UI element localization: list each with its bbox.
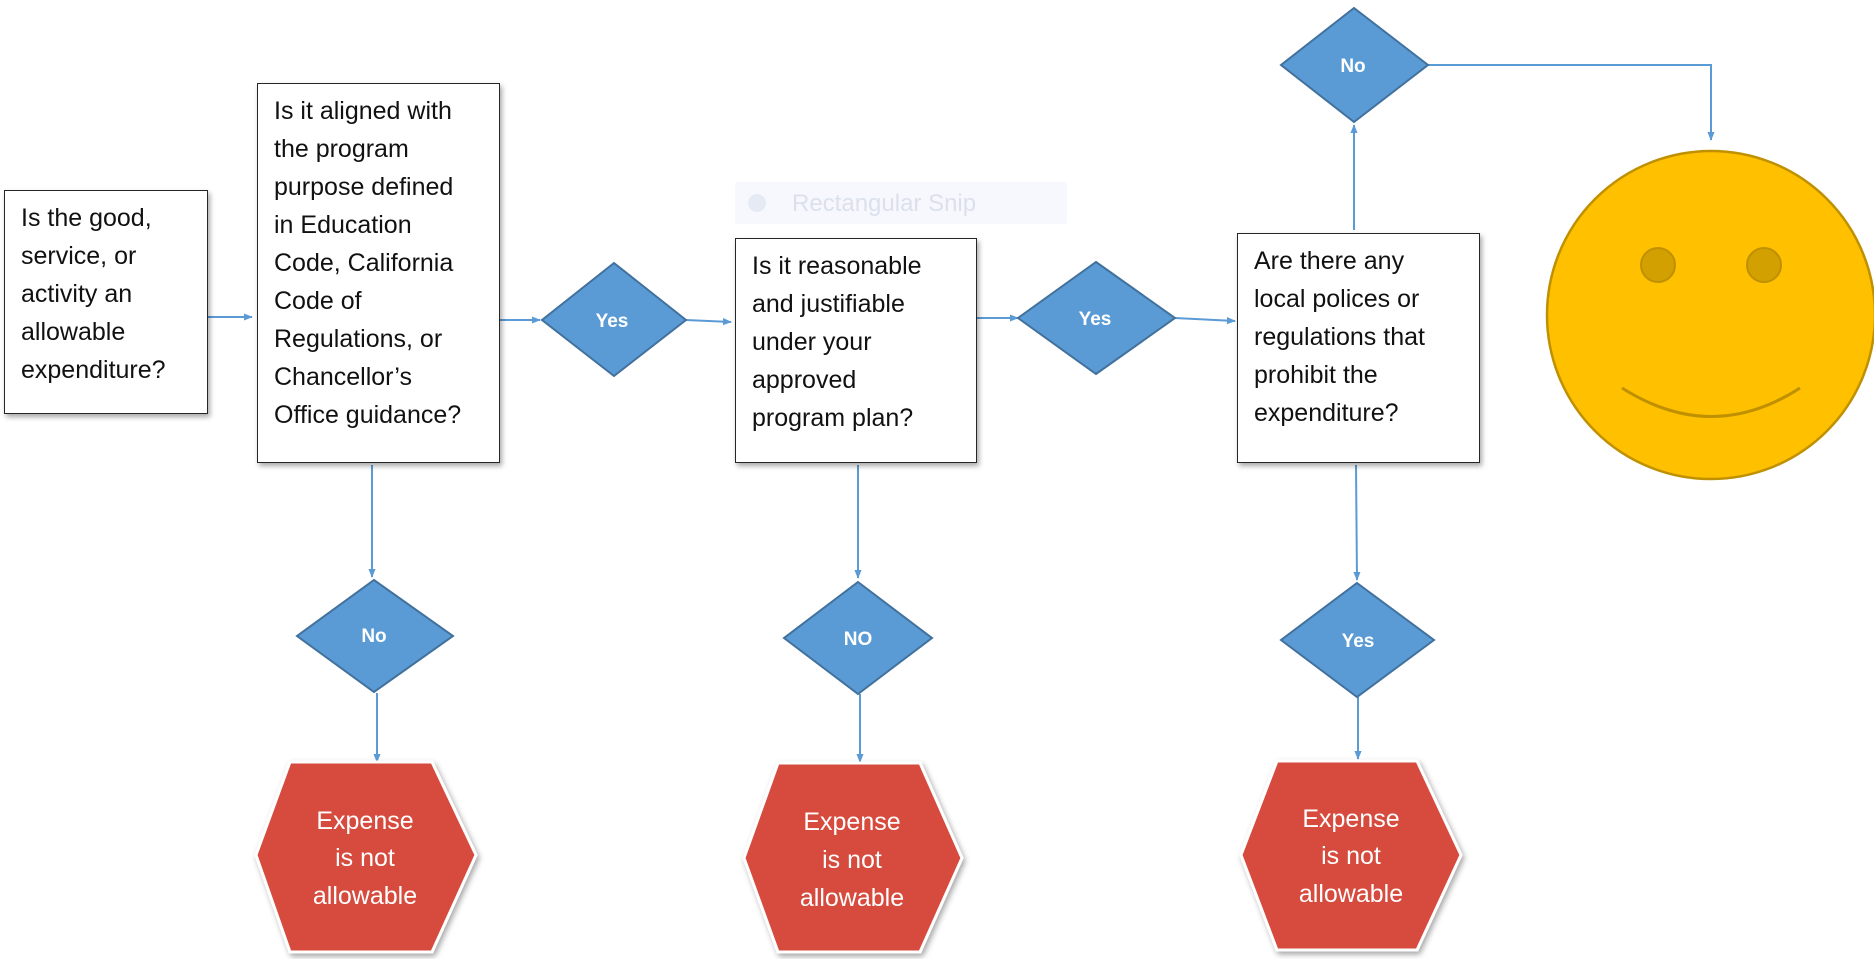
decision-yes-1: [540, 261, 688, 378]
smiley-mouth: [1621, 386, 1801, 418]
outcome-2-line-1: Expense: [803, 808, 900, 836]
outcome-1-line-2: is not: [335, 844, 395, 872]
decision-no-top-label: No: [1340, 56, 1365, 77]
outcome-1-line-1: Expense: [316, 807, 413, 835]
decision-no-2: [782, 580, 934, 696]
decision-yes-2: [1016, 260, 1177, 376]
connector-yes2-q4: [1174, 316, 1236, 325]
smiley-left-eye: [1640, 247, 1676, 283]
outcome-hexagon-3: [1239, 759, 1463, 952]
decision-no-2-label: NO: [844, 629, 873, 650]
decision-yes-3: [1279, 581, 1436, 699]
decision-yes-3-label: Yes: [1342, 631, 1375, 652]
outcome-hexagon-2-text: Expense is not allowable: [800, 808, 904, 912]
question-box-allowable: Is the good, service, or activity an all…: [4, 190, 208, 414]
outcome-3-line-1: Expense: [1302, 805, 1399, 833]
decision-no-1-label: No: [361, 626, 386, 647]
outcome-3-line-3: allowable: [1299, 880, 1403, 908]
outcome-hexagon-3-text: Expense is not allowable: [1299, 805, 1403, 908]
question-box-allowable-text: Is the good, service, or activity an all…: [21, 204, 166, 384]
rectangular-snip-label: Rectangular Snip: [792, 190, 977, 217]
decision-no-1: [295, 578, 455, 694]
question-box-reasonable: Is it reasonable and justifiable under y…: [735, 238, 977, 463]
smiley-face: [1545, 149, 1874, 481]
rectangular-snip-ghost: [735, 182, 1067, 224]
question-box-local-policies: Are there any local polices or regulatio…: [1237, 233, 1480, 463]
question-box-program-purpose-text: Is it aligned with the program purpose d…: [274, 97, 462, 429]
outcome-2-line-3: allowable: [800, 884, 904, 912]
question-box-local-policies-text: Are there any local polices or regulatio…: [1254, 247, 1425, 427]
question-box-reasonable-text: Is it reasonable and justifiable under y…: [752, 252, 922, 432]
outcome-hexagon-1: [254, 760, 478, 954]
outcome-3-line-2: is not: [1321, 842, 1381, 870]
outcome-hexagon-1-text: Expense is not allowable: [313, 807, 417, 910]
outcome-hexagon-2: [742, 761, 964, 954]
connector-yes1-q3: [685, 318, 732, 326]
decision-yes-1-label: Yes: [596, 311, 629, 332]
smiley-right-eye: [1746, 247, 1782, 283]
outcome-1-line-3: allowable: [313, 882, 417, 910]
decision-no-top: [1279, 6, 1430, 124]
connector-notop-smiley: [1428, 64, 1715, 141]
outcome-2-line-2: is not: [822, 846, 882, 874]
snip-icon: [748, 194, 766, 212]
question-box-program-purpose: Is it aligned with the program purpose d…: [257, 83, 500, 463]
connector-q4-yes3: [1353, 464, 1361, 581]
smiley-face-circle: [1545, 149, 1874, 481]
decision-yes-2-label: Yes: [1079, 309, 1112, 330]
